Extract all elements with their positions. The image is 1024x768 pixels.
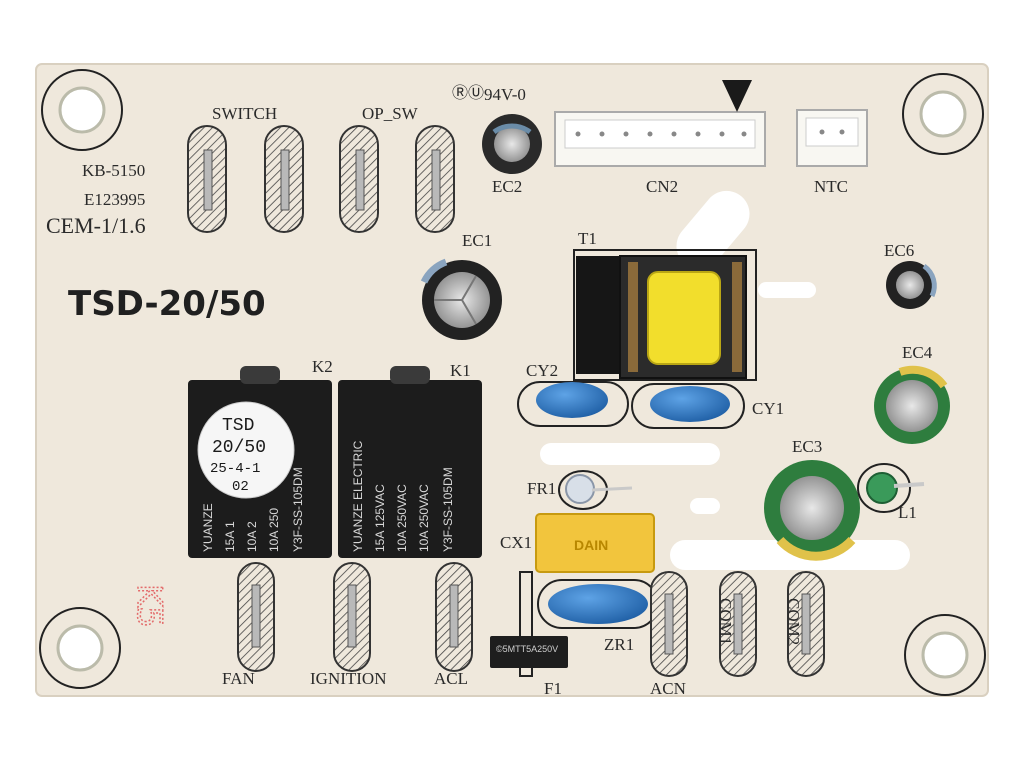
- svg-text:10A 250: 10A 250: [267, 508, 281, 552]
- svg-text:©5MTT5A250V: ©5MTT5A250V: [496, 644, 558, 654]
- capacitor-cx1: DAIN: [535, 513, 655, 573]
- mounting-hole-top-right: [902, 73, 984, 155]
- pin1-marker: [722, 80, 752, 112]
- svg-text:10A 250VAC: 10A 250VAC: [417, 484, 431, 552]
- transformer-t1: [576, 255, 747, 379]
- label-f1: F1: [544, 679, 562, 698]
- terminal-switch-1: [187, 125, 227, 233]
- cy1-outline: [631, 383, 745, 429]
- mounting-hole-bottom-left: [39, 607, 121, 689]
- capacitor-ec3: [764, 460, 860, 561]
- slot-2: [758, 282, 816, 298]
- terminal-ignition: [333, 562, 371, 672]
- terminal-switch-2: [264, 125, 304, 233]
- ul-mark: ⓇⓊ: [452, 84, 484, 102]
- cy2-outline: [517, 381, 629, 427]
- terminal-op-sw-1: [339, 125, 379, 233]
- label-cn2: CN2: [646, 177, 678, 196]
- red-stamp: K5: [129, 584, 169, 628]
- svg-text:20/50: 20/50: [212, 438, 266, 458]
- label-acn: ACN: [650, 679, 686, 698]
- date-sticker: TSD 20/50 25-4-1 02: [197, 401, 295, 499]
- svg-text:10A 2: 10A 2: [245, 521, 259, 552]
- capacitor-ec2: [482, 114, 542, 174]
- slot-4: [690, 498, 720, 514]
- resistor-fr1: [558, 470, 633, 510]
- svg-text:15A 125VAC: 15A 125VAC: [373, 484, 387, 552]
- label-k1: K1: [450, 361, 471, 380]
- capacitor-cy2: [536, 382, 608, 418]
- terminal-com1: [719, 571, 757, 677]
- capacitor-ec6: [886, 261, 937, 309]
- label-l1: L1: [898, 503, 917, 522]
- mounting-hole-bottom-right: [904, 614, 986, 696]
- svg-text:10A 250VAC: 10A 250VAC: [395, 484, 409, 552]
- label-k2: K2: [312, 357, 333, 376]
- label-ec3: EC3: [792, 437, 822, 456]
- label-fr1: FR1: [527, 479, 556, 498]
- label-switch: SWITCH: [212, 104, 277, 123]
- terminal-acn: [650, 571, 688, 677]
- inductor-l1: [857, 463, 925, 513]
- capacitor-ec4: [874, 365, 950, 444]
- capacitor-cy1: [650, 386, 730, 422]
- label-ec2: EC2: [492, 177, 522, 196]
- code-e: E123995: [84, 190, 145, 209]
- label-com2: COM2: [784, 598, 803, 645]
- model-label: TSD-20/50: [68, 284, 266, 324]
- svg-text:Y3F-SS-105DM: Y3F-SS-105DM: [441, 467, 455, 552]
- flammability-label: 94V-0: [484, 85, 526, 104]
- mounting-hole-top-left: [41, 69, 123, 151]
- label-ec4: EC4: [902, 343, 933, 362]
- capacitor-ec1: [420, 258, 502, 340]
- code-kb: KB-5150: [82, 161, 145, 180]
- label-ec1: EC1: [462, 231, 492, 250]
- t1-outline: [573, 249, 757, 381]
- fuse-outline: [519, 571, 533, 677]
- connector-ntc: [796, 109, 868, 167]
- connector-cn2: [554, 111, 766, 167]
- svg-text:02: 02: [232, 479, 249, 495]
- label-cx1: CX1: [500, 533, 532, 552]
- label-op-sw: OP_SW: [362, 104, 419, 123]
- label-fan: FAN: [222, 669, 255, 688]
- svg-text:TSD: TSD: [222, 416, 254, 436]
- label-ntc: NTC: [814, 177, 848, 196]
- svg-text:15A 1: 15A 1: [223, 521, 237, 552]
- terminal-fan: [237, 562, 275, 672]
- label-ec6: EC6: [884, 241, 914, 260]
- label-ignition: IGNITION: [310, 669, 386, 688]
- terminal-op-sw-2: [415, 125, 455, 233]
- svg-text:YUANZE ELECTRIC: YUANZE ELECTRIC: [351, 440, 365, 552]
- label-com1: COM1: [716, 598, 735, 645]
- svg-text:DAIN: DAIN: [574, 537, 608, 553]
- terminal-com2: [787, 571, 825, 677]
- relay-k1: YUANZE ELECTRIC 15A 125VAC 10A 250VAC 10…: [338, 366, 482, 558]
- svg-text:25-4-1: 25-4-1: [210, 461, 260, 477]
- code-cem: CEM-1/1.6: [46, 213, 146, 238]
- terminal-acl: [435, 562, 473, 672]
- svg-text:YUANZE: YUANZE: [201, 503, 215, 552]
- svg-text:Y3F-SS-105DM: Y3F-SS-105DM: [291, 467, 305, 552]
- label-acl: ACL: [434, 669, 468, 688]
- slot-3: [540, 443, 720, 465]
- label-cy1: CY1: [752, 399, 784, 418]
- label-cy2: CY2: [526, 361, 558, 380]
- label-zr1: ZR1: [604, 635, 634, 654]
- fuse-f1: ©5MTT5A250V: [490, 636, 568, 668]
- label-t1: T1: [578, 229, 597, 248]
